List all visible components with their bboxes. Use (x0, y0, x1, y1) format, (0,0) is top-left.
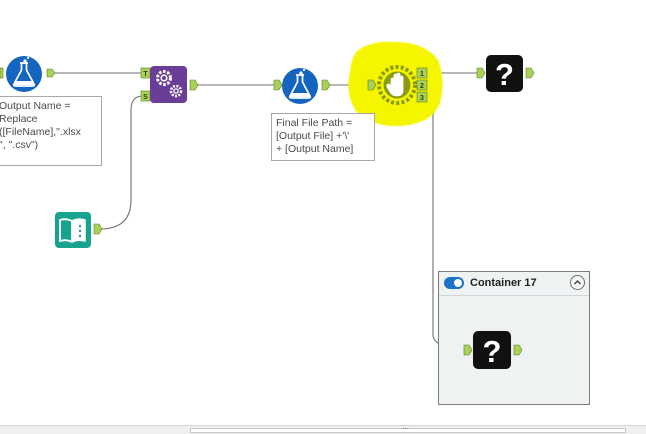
unknown-tool-1[interactable]: ? (476, 55, 535, 92)
block-anchor-3-label: 3 (420, 95, 424, 102)
tool-container[interactable]: Container 17 ? (438, 271, 590, 405)
chevron-up-icon (574, 280, 581, 285)
unknown-tool-question-icon (473, 331, 511, 369)
toggle-knob (454, 279, 462, 287)
block-anchor-2-label: 2 (420, 83, 424, 90)
unknown-1-input-anchor[interactable] (476, 67, 486, 79)
unknown-tool-2[interactable]: ? (463, 331, 523, 369)
block-anchor-1-label: 1 (420, 71, 424, 78)
formula-2-annotation: Final File Path = [Output File] +'\' + [… (271, 113, 375, 161)
formula-tool-2[interactable] (273, 68, 331, 104)
formula-flask-icon (6, 56, 42, 92)
formula-1-annotation: Output Name = Replace ([FileName],".xlsx… (0, 96, 102, 166)
collapse-button[interactable] (570, 275, 585, 290)
formula-1-input-anchor[interactable] (0, 67, 4, 79)
block-until-done-tool[interactable]: 1 2 3 (367, 65, 428, 105)
scrollbar-grip-icon[interactable]: ⋯ (402, 426, 409, 433)
block-until-done-hand-icon (377, 65, 417, 105)
formula-2-input-anchor[interactable] (273, 79, 283, 91)
macro-output-anchor[interactable] (189, 79, 199, 91)
macro-t-anchor-label: T (143, 71, 148, 78)
connector-directory-to-macro[interactable] (99, 95, 144, 230)
block-output-anchor-2[interactable] (416, 79, 428, 91)
formula-tool-1[interactable] (0, 55, 56, 93)
unknown-2-glyph: ? (483, 334, 502, 369)
block-input-anchor[interactable] (367, 79, 377, 91)
macro-s-anchor-label: S (143, 94, 148, 101)
container-body: ? (463, 331, 523, 369)
directory-tool[interactable] (55, 212, 103, 248)
formula-2-output-anchor[interactable] (321, 79, 331, 91)
formula-1-output-anchor[interactable] (46, 68, 56, 78)
container-title: Container 17 (470, 277, 537, 289)
directory-book-icon (55, 212, 91, 248)
batch-macro-tool[interactable]: T S (140, 66, 199, 103)
unknown-2-input-anchor[interactable] (463, 344, 473, 356)
directory-output-anchor[interactable] (93, 223, 103, 235)
block-output-anchor-3[interactable] (416, 91, 428, 103)
unknown-2-output-anchor[interactable] (513, 344, 523, 356)
unknown-1-output-anchor[interactable] (525, 67, 535, 79)
block-output-anchor-1[interactable] (416, 67, 428, 79)
batch-macro-gear-icon (150, 66, 187, 103)
unknown-tool-question-icon (486, 55, 523, 92)
unknown-1-glyph: ? (495, 57, 514, 92)
container-enable-toggle[interactable] (444, 277, 464, 289)
container-header[interactable]: Container 17 (439, 272, 589, 296)
formula-flask-icon (282, 68, 318, 104)
